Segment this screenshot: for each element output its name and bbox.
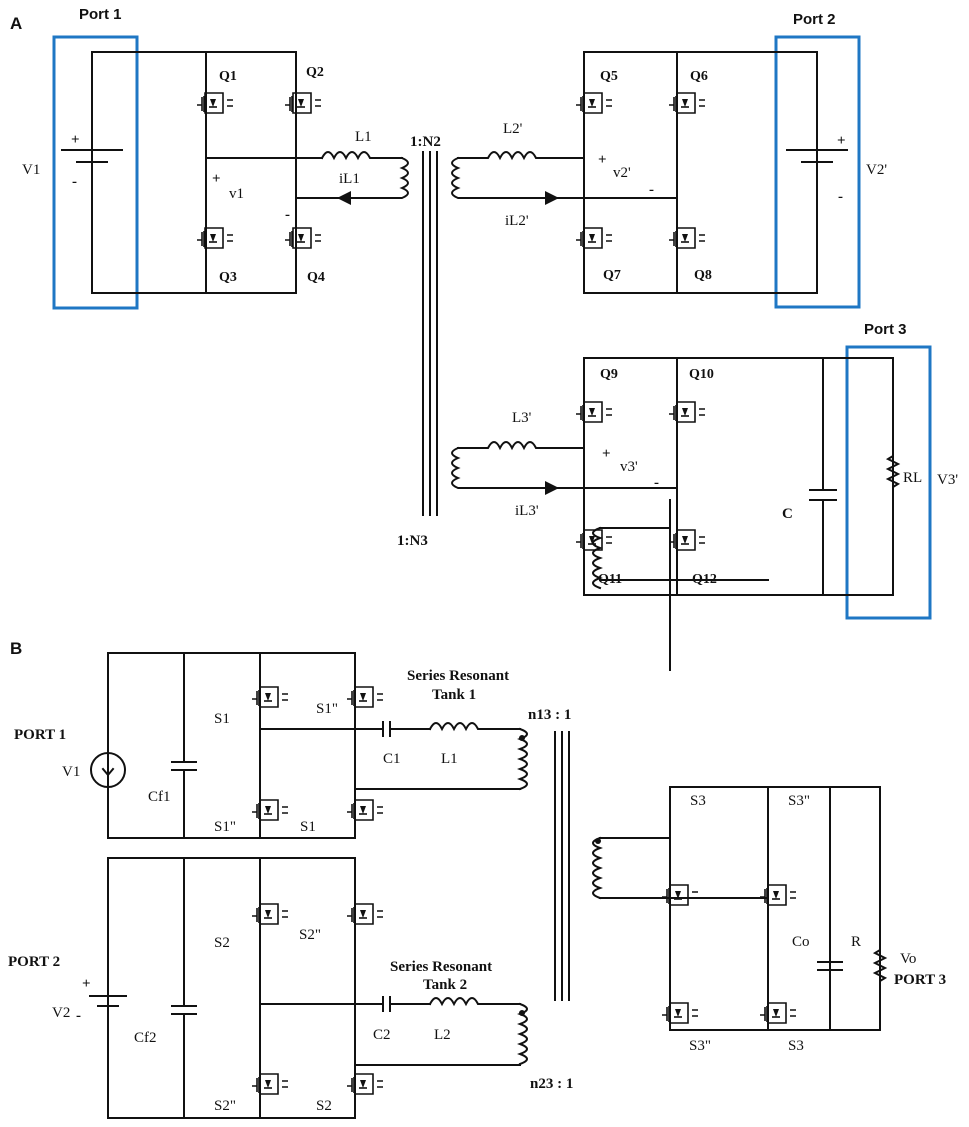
b-cf2-label: Cf2: [134, 1030, 157, 1046]
b-l1-label: L1: [441, 751, 458, 767]
il3-label: iL3': [515, 503, 539, 519]
b-v1-label: V1: [62, 764, 80, 780]
v1-source-label: V1: [22, 162, 40, 178]
b-tank1-line2: Tank 1: [432, 687, 476, 703]
c-label: C: [782, 506, 793, 522]
b-port1-bridge: [90, 652, 528, 839]
q5-label: Q5: [600, 69, 618, 84]
port3-bridge: [451, 357, 901, 596]
b-c1-label: C1: [383, 751, 401, 767]
b-port3-bridge: [592, 499, 888, 1031]
b-port2-label: PORT 2: [8, 954, 60, 970]
l2-label: L2': [503, 121, 523, 137]
b-s3p-label-bot: S3": [689, 1038, 711, 1054]
b-s1-label-bot: S1: [300, 819, 316, 835]
b-c2-label: C2: [373, 1027, 391, 1043]
q6-label: Q6: [690, 69, 708, 84]
b-port1-label: PORT 1: [14, 727, 66, 743]
b-port2-bridge: [89, 857, 528, 1119]
l1-inductor: [320, 151, 409, 199]
b-co-label: Co: [792, 934, 810, 950]
b-port3-label: PORT 3: [894, 972, 946, 988]
b-v2-minus: -: [76, 1008, 81, 1024]
v2-plus: +: [837, 133, 846, 149]
port1-label: Port 1: [79, 6, 122, 23]
panel-b-label: B: [10, 639, 22, 658]
ratio-n2-label: 1:N2: [410, 134, 441, 150]
b-s1p-label-top: S1": [316, 701, 338, 717]
b-tank2-line1: Series Resonant: [390, 959, 492, 975]
v3-voltage-label: v3': [620, 459, 638, 475]
q10-label: Q10: [689, 367, 714, 382]
b-v2-label: V2: [52, 1005, 70, 1021]
b-n23-label: n23 : 1: [530, 1076, 573, 1092]
b-tank1-line1: Series Resonant: [407, 668, 509, 684]
l1-label: L1: [355, 129, 372, 145]
v1-voltage-label: v1: [229, 186, 244, 202]
b-n13-label: n13 : 1: [528, 707, 571, 723]
b-cf1-label: Cf1: [148, 789, 171, 805]
v2-minus-node: -: [649, 182, 654, 198]
b-vo-label: Vo: [900, 951, 916, 967]
v2-minus: -: [838, 189, 843, 205]
q7-label: Q7: [603, 268, 621, 283]
l3-label: L3': [512, 410, 532, 426]
transformer-core-b: [554, 731, 570, 1001]
v2-plus-node: +: [598, 152, 607, 168]
q2-label: Q2: [306, 65, 324, 80]
b-r-label: R: [851, 934, 861, 950]
port2-label: Port 2: [793, 11, 836, 28]
il1-label: iL1: [339, 171, 360, 187]
b-l2-label: L2: [434, 1027, 451, 1043]
b-s3p-label-top: S3": [788, 793, 810, 809]
b-tank2-line2: Tank 2: [423, 977, 467, 993]
b-s3-label-bot: S3: [788, 1038, 804, 1054]
port1-box: [52, 35, 139, 310]
v1-minus: -: [72, 174, 77, 190]
port1-bridge: [61, 51, 345, 294]
b-s2-label-top: S2: [214, 935, 230, 951]
v2-voltage-label: v2': [613, 165, 631, 181]
b-s1-label-top: S1: [214, 711, 230, 727]
port2-bridge: [451, 51, 848, 294]
q1-label: Q1: [219, 69, 237, 84]
il2-label: iL2': [505, 213, 529, 229]
b-s2-label-bot: S2: [316, 1098, 332, 1114]
v1-plus: +: [71, 132, 80, 148]
port2-box: [774, 35, 861, 309]
q3-label: Q3: [219, 270, 237, 285]
panel-a-label: A: [10, 14, 22, 33]
v3-plus-node: +: [602, 446, 611, 462]
v3-source-label: V3': [937, 472, 958, 488]
b-v2-plus: +: [82, 976, 91, 992]
q4-label: Q4: [307, 270, 325, 285]
b-s2p-label-bot: S2": [214, 1098, 236, 1114]
v1-minus-node: -: [285, 207, 290, 223]
transformer-core-a: [422, 151, 438, 516]
b-s2p-label-top: S2": [299, 927, 321, 943]
b-s1p-label-bot: S1": [214, 819, 236, 835]
port3-box: [845, 345, 932, 620]
ratio-n3-label: 1:N3: [397, 533, 428, 549]
rl-label: RL: [903, 470, 922, 486]
port3-label: Port 3: [864, 321, 907, 338]
q9-label: Q9: [600, 367, 618, 382]
b-s3-label-top: S3: [690, 793, 706, 809]
v1-plus-node: +: [212, 171, 221, 187]
v3-minus-node: -: [654, 475, 659, 491]
q8-label: Q8: [694, 268, 712, 283]
v2-source-label: V2': [866, 162, 887, 178]
